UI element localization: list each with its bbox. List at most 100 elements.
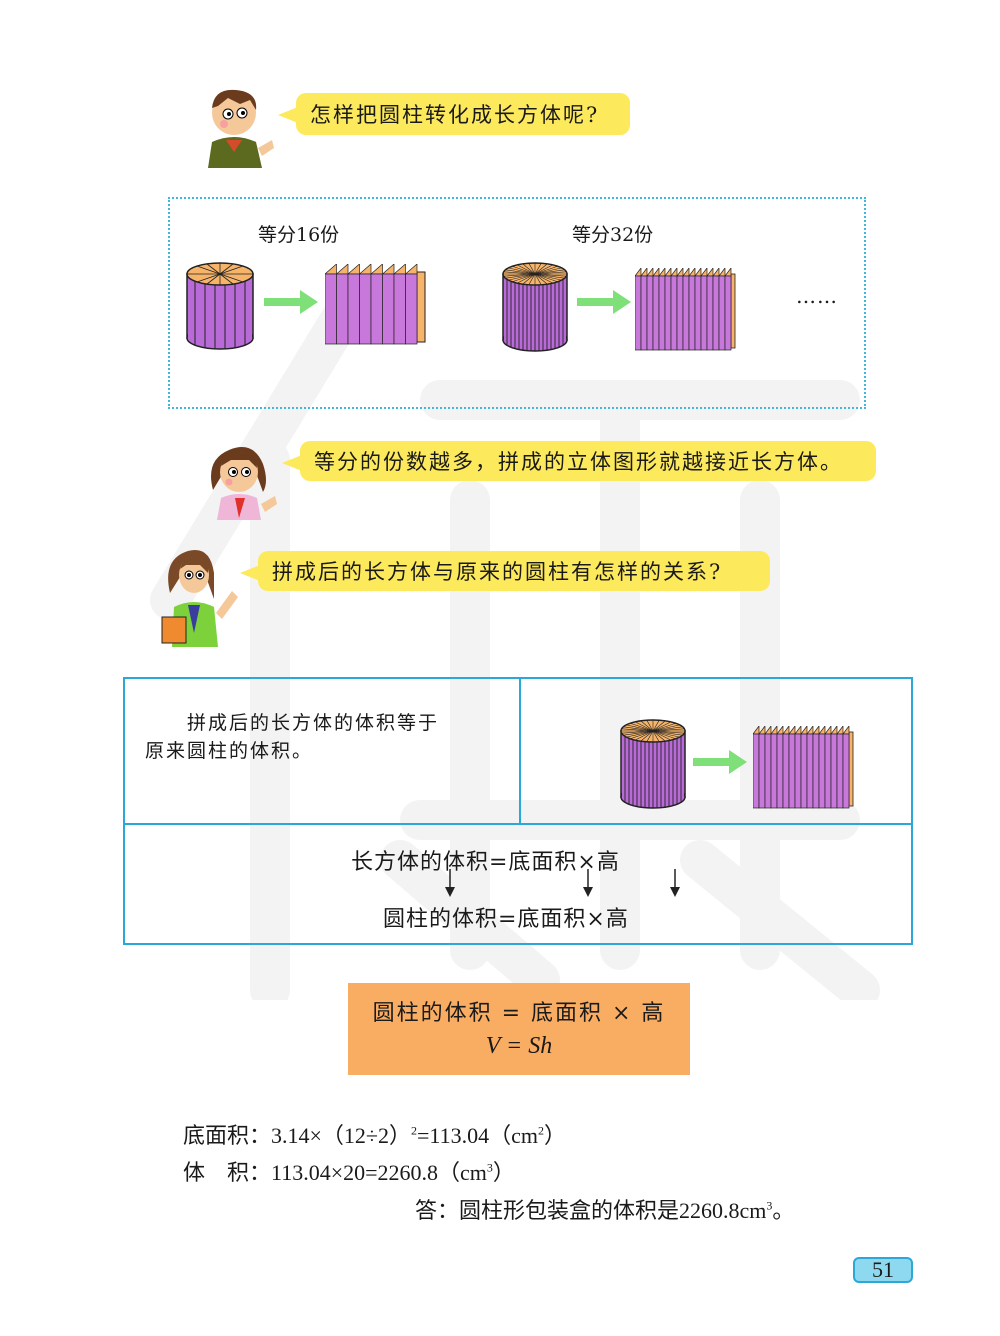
closing-paren: ） — [492, 1160, 515, 1185]
slab-top — [818, 726, 826, 735]
down-arrow-icon — [445, 869, 455, 897]
cut-ray — [621, 728, 654, 732]
slab — [764, 733, 772, 809]
closing-paren: ） — [543, 1123, 566, 1148]
slab-top — [753, 726, 760, 735]
slab-top — [824, 726, 832, 735]
girl-observation-text: 等分的份数越多，拼成的立体图形就越接近长方体。 — [314, 450, 843, 474]
slab — [347, 273, 360, 345]
table-divider — [519, 679, 521, 823]
cut-ray — [528, 273, 536, 285]
slab — [359, 273, 372, 345]
cylinder-32-icon — [502, 262, 568, 352]
boy-character-icon — [208, 89, 274, 168]
cut-ray — [640, 730, 654, 742]
slab — [640, 275, 648, 351]
cut-ray — [652, 730, 671, 741]
transform-arrow-icon — [264, 290, 318, 314]
slab — [724, 275, 732, 351]
cut-ray — [623, 726, 654, 732]
transform-arrow-icon — [693, 750, 747, 774]
cylinder-32-icon — [620, 719, 686, 809]
slab-top — [404, 264, 418, 275]
cut-ray — [652, 724, 680, 732]
label-16-parts: 等分16份 — [258, 224, 340, 246]
cut-ray — [652, 722, 676, 732]
slab — [842, 733, 850, 809]
cut-ray — [508, 273, 536, 281]
slab — [370, 273, 383, 345]
cut-ray — [534, 267, 562, 275]
slab — [325, 273, 337, 345]
boy-speech-bubble: 怎样把圆柱转化成长方体呢? — [278, 93, 630, 135]
slab-top — [635, 268, 642, 277]
down-arrow-icon — [583, 869, 593, 897]
slab-top — [664, 268, 672, 277]
slab-top — [347, 264, 360, 275]
cut-ray — [652, 730, 685, 734]
cut-ray — [646, 730, 654, 742]
boy-question-text: 怎样把圆柱转化成长方体呢? — [310, 103, 600, 127]
teacher-speech-bubble: 拼成后的长方体与原来的圆柱有怎样的关系? — [240, 551, 770, 591]
slab — [635, 275, 642, 351]
page-number: 51 — [853, 1257, 913, 1283]
cut-ray — [517, 264, 536, 275]
base-area-label: 底面积： — [183, 1123, 272, 1148]
slab — [800, 733, 808, 809]
slab-top — [706, 268, 714, 277]
slab-top — [688, 268, 696, 277]
volume-expression: 113.04×20=2260.8（cm — [271, 1160, 487, 1185]
cut-ray — [528, 263, 536, 275]
cut-ray — [534, 273, 553, 284]
cut-ray — [646, 720, 654, 732]
cut-ray — [512, 273, 536, 283]
cut-ray — [534, 263, 542, 275]
slab — [700, 275, 708, 351]
volume-calculation: 体 积：113.04×20=2260.8（cm3） — [183, 1155, 515, 1187]
cut-ray — [652, 726, 683, 732]
cuboid-volume-formula: 长方体的体积=底面积×高 — [351, 850, 620, 875]
cut-ray — [621, 730, 654, 734]
slab-top — [830, 726, 838, 735]
cut-ray — [652, 730, 676, 740]
slab-top — [325, 264, 337, 275]
cut-ray — [652, 721, 671, 732]
cut-ray — [505, 269, 536, 275]
cut-ray — [534, 273, 567, 277]
slab — [658, 275, 666, 351]
answer-text: 答：圆柱形包装盒的体积是2260.8cm — [415, 1198, 767, 1223]
slab-top — [658, 268, 666, 277]
slab — [393, 273, 406, 345]
slab-top — [724, 268, 732, 277]
slab-top — [652, 268, 660, 277]
slab-top — [770, 726, 778, 735]
cut-ray — [503, 273, 536, 277]
cut-ray — [652, 730, 680, 738]
slab-top — [694, 268, 702, 277]
cylinder-volume-formula: 圆柱的体积=底面积×高 — [383, 907, 629, 932]
slab-top — [812, 726, 820, 735]
cut-ray — [626, 724, 654, 732]
cut-ray — [522, 263, 536, 275]
slab — [770, 733, 778, 809]
cut-ray — [534, 273, 565, 279]
slab — [676, 275, 684, 351]
slab-top — [788, 726, 796, 735]
slab — [712, 275, 720, 351]
exponent: 2 — [411, 1123, 417, 1138]
slab — [382, 273, 395, 345]
cut-ray — [512, 265, 536, 275]
conclusion-line-2: 原来圆柱的体积。 — [145, 740, 314, 762]
cut-ray — [652, 730, 683, 736]
slab — [336, 273, 349, 345]
slab — [646, 275, 654, 351]
transform-arrow-icon — [577, 290, 631, 314]
answer-period: 。 — [772, 1198, 795, 1223]
cut-ray — [534, 264, 553, 275]
ellipsis: …… — [796, 284, 838, 308]
cut-ray — [626, 730, 654, 738]
slab-top — [794, 726, 802, 735]
slab — [652, 275, 660, 351]
key-formula-symbolic: V = Sh — [485, 1033, 553, 1059]
slab-top — [776, 726, 784, 735]
